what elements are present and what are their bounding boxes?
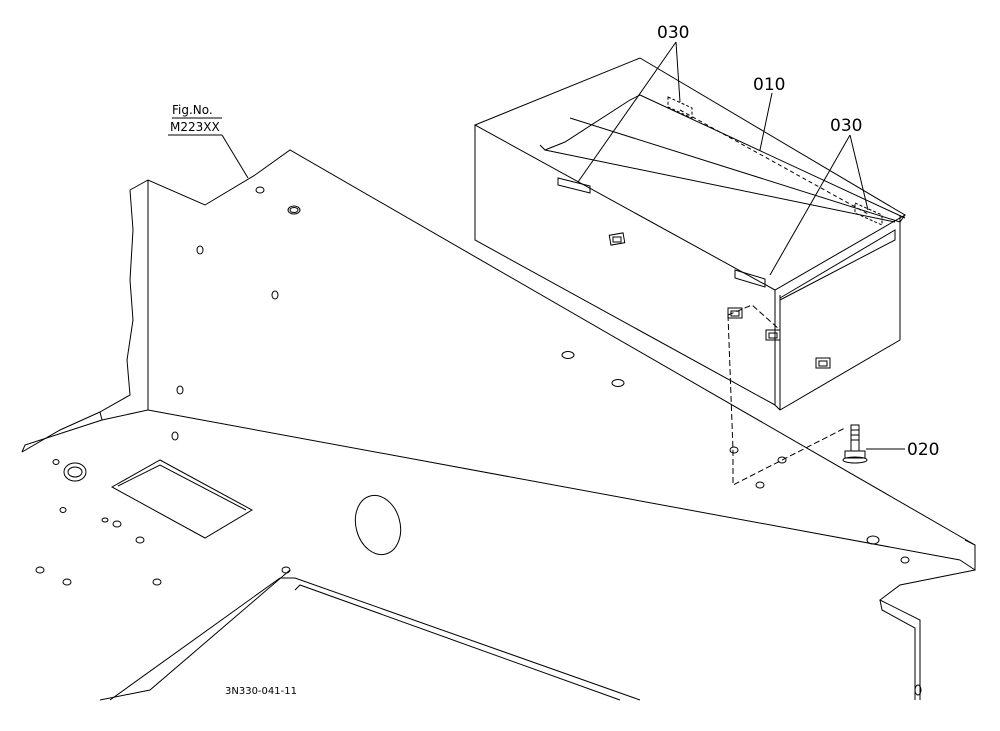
frame-panel: [21, 149, 976, 701]
callout-010: 010: [753, 75, 785, 95]
clip: [557, 96, 883, 288]
weld-nut: [608, 232, 831, 369]
figure-ref-number: M223XX: [170, 120, 220, 134]
leader-lines: [168, 41, 905, 450]
drawing-code: 3N330-041-11: [225, 686, 297, 697]
bolt: [842, 424, 868, 464]
callout-020: 020: [907, 440, 939, 460]
figure-ref-label: Fig.No.: [172, 103, 213, 117]
cover-box: [473, 57, 906, 411]
mounting-guide-lines: [727, 304, 846, 486]
callout-030-top: 030: [657, 23, 689, 43]
callout-030-right: 030: [830, 116, 862, 136]
